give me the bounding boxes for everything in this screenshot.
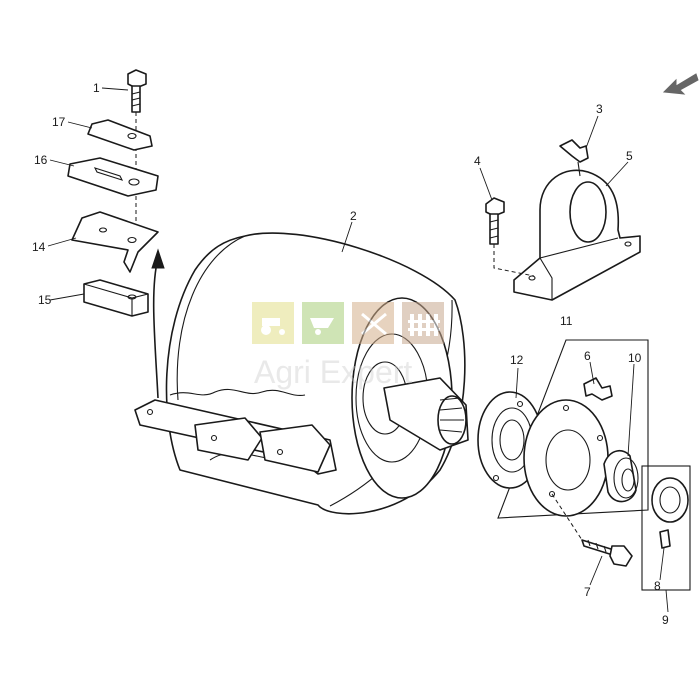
collar-9 [651,477,689,523]
bolt-4 [485,197,505,245]
callouts: 1 17 16 14 15 2 3 4 5 11 12 6 10 7 8 9 [32,81,669,627]
grease-fitting-6 [583,377,613,401]
direction-arrow-icon [662,73,699,95]
bearing-block-5 [513,169,641,301]
callout-9: 9 [662,613,669,627]
callout-14: 14 [32,240,46,254]
drum-shaft [383,377,469,451]
callout-12: 12 [510,353,524,367]
tractor-icon [261,318,285,335]
bearing-housing [523,399,609,517]
callout-7: 7 [584,585,591,599]
bolt-axis-4 [493,244,535,277]
bolt-7 [581,539,633,567]
bracket-14 [71,211,159,273]
callout-6: 6 [584,349,591,363]
callout-4: 4 [474,154,481,168]
callout-8: 8 [654,579,661,593]
callout-5: 5 [626,149,633,163]
scraper-blade [134,399,337,475]
plate-16 [67,157,159,197]
grease-nipple-3 [559,139,589,177]
set-screw-8 [659,529,671,549]
callout-2: 2 [350,209,357,223]
callout-17: 17 [52,115,66,129]
leader-lines [47,87,669,613]
callout-16: 16 [34,153,48,167]
wheelbarrow-icon [310,318,334,335]
bolt-1 [127,69,147,113]
bolt-axis-7 [551,493,583,541]
block-15 [83,279,149,317]
callout-11: 11 [560,314,573,328]
fence-icon [408,314,440,336]
plate-17 [87,119,153,151]
assembly-arrow-icon [151,248,165,399]
bearing-10 [603,449,639,503]
callout-3: 3 [596,102,603,116]
watermark-text: Agri Expert [254,354,412,390]
callout-1: 1 [93,81,100,95]
callout-10: 10 [628,351,642,365]
callout-15: 15 [38,293,52,307]
watermark: Agri Expert [252,302,444,390]
tools-icon [361,312,387,336]
